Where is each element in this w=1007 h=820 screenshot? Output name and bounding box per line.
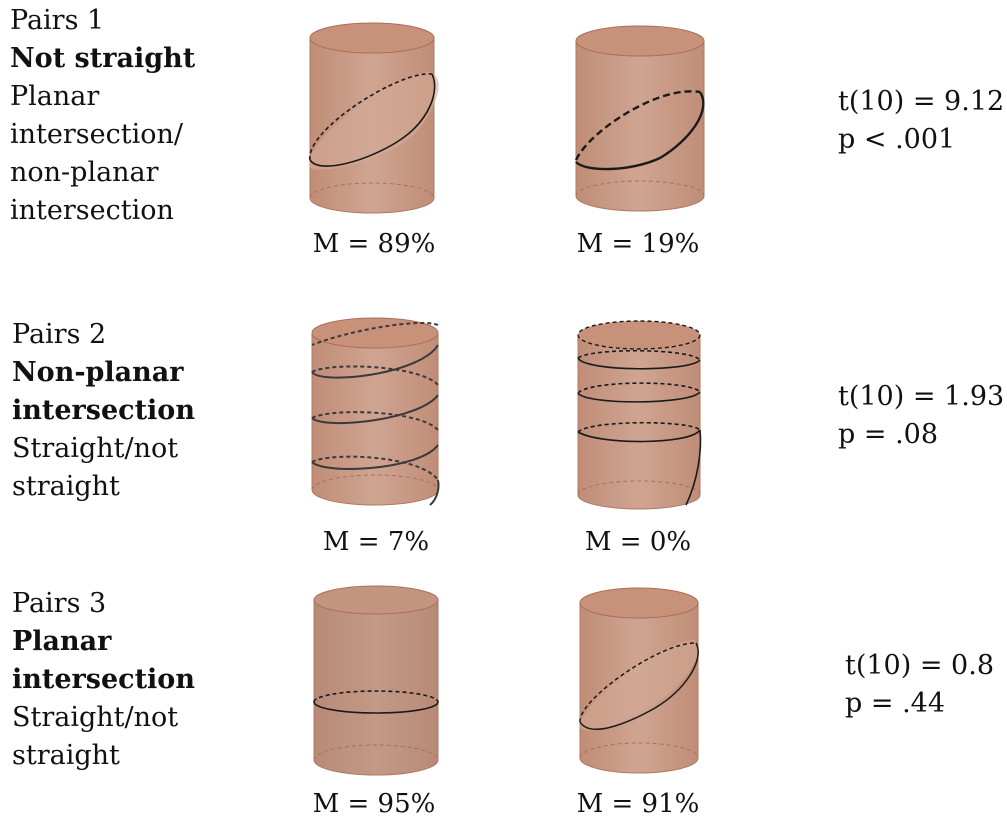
row1-t-stat: t(10) = 9.12	[838, 86, 1005, 117]
row3-bold-line: intersection	[12, 664, 195, 695]
cylinder-row2-right	[577, 320, 702, 510]
cylinder-row3-left	[313, 585, 439, 776]
row1-desc-line: Planar	[10, 81, 100, 112]
row1-bold-line: Not straight	[10, 43, 196, 74]
row1-desc-line: intersection	[10, 195, 174, 226]
cylinder-row2-left	[311, 317, 440, 506]
row1-title: Pairs 1	[10, 5, 105, 36]
row3-desc-line: Straight/not	[12, 702, 179, 733]
row1-desc-line: intersection/	[10, 119, 183, 150]
row2-label: Pairs 2 Non-planar intersection Straight…	[12, 316, 195, 506]
row2-stats: t(10) = 1.93 p = .08	[838, 378, 1004, 454]
row2-t-stat: t(10) = 1.93	[838, 381, 1005, 412]
row2-p-value: p = .08	[838, 419, 939, 450]
row2-right-mean: M = 0%	[584, 527, 692, 557]
row3-right-mean: M = 91%	[576, 789, 700, 819]
row3-label: Pairs 3 Planar intersection Straight/not…	[12, 585, 195, 775]
row2-left-mean: M = 7%	[322, 527, 430, 557]
row1-left-mean: M = 89%	[312, 229, 436, 259]
row3-left-mean: M = 95%	[312, 789, 436, 819]
row1-label: Pairs 1 Not straight Planar intersection…	[10, 2, 195, 230]
row1-stats: t(10) = 9.12 p < .001	[838, 83, 1004, 159]
row3-title: Pairs 3	[12, 588, 107, 619]
cylinder-row1-left	[309, 22, 439, 214]
row2-desc-line: straight	[12, 471, 120, 502]
row3-stats: t(10) = 0.8 p = .44	[845, 647, 994, 723]
row1-desc-line: non-planar	[10, 157, 159, 188]
row2-desc-line: Straight/not	[12, 433, 179, 464]
row2-bold-line: intersection	[12, 395, 195, 426]
row2-title: Pairs 2	[12, 319, 107, 350]
row3-p-value: p = .44	[845, 688, 946, 719]
row1-right-mean: M = 19%	[576, 229, 700, 259]
cylinder-row3-right	[579, 587, 699, 774]
row2-bold-line: Non-planar	[12, 357, 184, 388]
cylinder-row1-right	[574, 25, 705, 212]
row3-desc-line: straight	[12, 740, 120, 771]
row3-bold-line: Planar	[12, 626, 112, 657]
row1-p-value: p < .001	[838, 124, 956, 155]
row3-t-stat: t(10) = 0.8	[845, 650, 995, 681]
